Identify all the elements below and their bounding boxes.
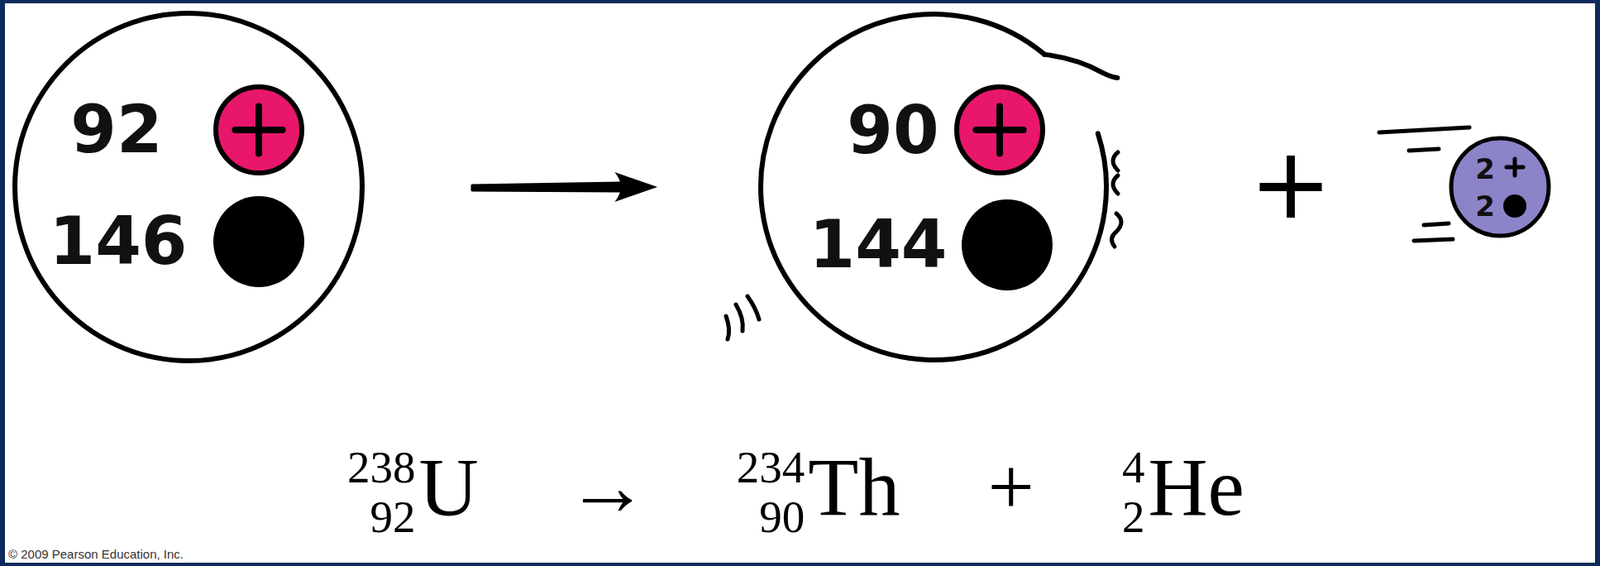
proton-symbol <box>215 86 302 173</box>
element-symbol: U <box>419 445 479 529</box>
mass-number: 234 <box>736 444 806 490</box>
node-shape <box>758 11 1109 363</box>
element-symbol: He <box>1147 445 1245 529</box>
nucleus-outline <box>14 13 363 361</box>
node-shape <box>12 10 365 363</box>
recoil-line <box>747 296 760 320</box>
thorium-nucleus: 90 144 <box>758 11 1109 363</box>
neutron-count: 2 <box>1475 191 1495 220</box>
arrow-shaft <box>472 182 621 192</box>
speed-line <box>1379 127 1470 133</box>
reaction-arrow <box>472 173 655 201</box>
plus-symbol <box>1506 158 1524 176</box>
proton-count: 92 <box>70 96 163 163</box>
alpha-outline <box>1451 138 1549 236</box>
mass-number: 238 <box>347 444 416 490</box>
node-shape <box>1448 135 1552 239</box>
nucleus-outline <box>760 14 1107 360</box>
mass-number: 4 <box>1122 444 1146 490</box>
neutron-symbol <box>961 199 1053 291</box>
proton-symbol <box>956 86 1043 173</box>
proton-count: 2 <box>1475 154 1495 183</box>
neutron-symbol <box>1503 194 1527 218</box>
proton-count: 90 <box>846 97 939 164</box>
neutron-count: 144 <box>809 211 948 278</box>
recoil-squiggle <box>1112 152 1118 171</box>
deformed-edge <box>1044 54 1118 78</box>
recoil-squiggle <box>1111 213 1122 247</box>
plus-sign: + <box>987 445 1034 529</box>
plus-sign: + <box>1249 133 1333 234</box>
speed-line <box>1423 223 1449 225</box>
speed-line <box>1408 148 1439 151</box>
atomic-number: 92 <box>370 493 416 540</box>
recoil-line <box>735 304 743 331</box>
speed-line <box>1413 238 1453 241</box>
recoil-line <box>725 315 730 340</box>
recoil-squiggle <box>1112 175 1118 194</box>
atomic-number: 2 <box>1122 493 1146 540</box>
copyright-note: © 2009 Pearson Education, Inc. <box>8 547 184 560</box>
reaction-arrow: → <box>566 445 650 529</box>
plus-symbol <box>234 105 282 153</box>
uranium-nucleus: 92 146 <box>12 10 365 363</box>
arrow-head <box>616 173 655 201</box>
alpha-particle: 22 <box>1448 135 1552 239</box>
plus-symbol <box>975 105 1023 153</box>
atomic-number: 90 <box>759 493 805 540</box>
neutron-count: 146 <box>49 208 188 275</box>
neutron-symbol <box>213 195 305 287</box>
element-symbol: Th <box>807 445 900 529</box>
